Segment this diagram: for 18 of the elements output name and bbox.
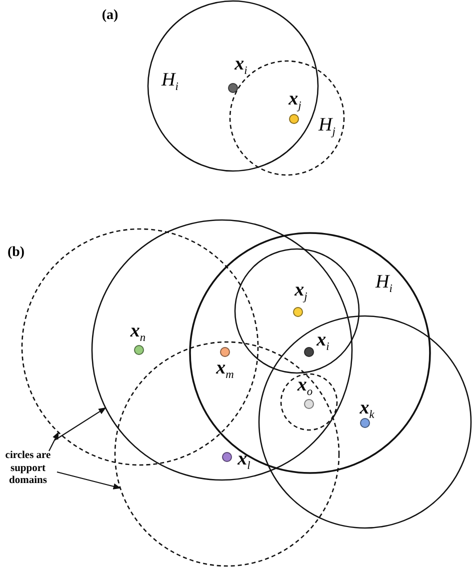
domain-label: H$_{i}$ xyxy=(162,70,178,94)
domain-label: H$_{i}$ xyxy=(376,272,392,296)
leader-arrow xyxy=(56,471,122,490)
point-label: x$_{n}$ xyxy=(130,321,146,345)
leader-arrow xyxy=(48,432,59,452)
panel-label: (a) xyxy=(102,8,118,24)
point-label: x$_{i}$ xyxy=(234,54,248,78)
point-label: x$_{i}$ xyxy=(316,330,330,354)
panel-label: (b) xyxy=(7,245,25,261)
point-label: x$_{j}$ xyxy=(288,89,302,113)
point-label: x$_{j}$ xyxy=(294,280,308,304)
point-label: x$_{k}$ xyxy=(360,398,374,422)
point-label: x$_{l}$ xyxy=(238,449,250,473)
note-text: circles are support domains xyxy=(4,450,52,488)
domain-label: H$_{j}$ xyxy=(318,115,336,139)
point-label: x$_{o}$ xyxy=(297,375,313,399)
point-label: x$_{m}$ xyxy=(216,358,234,382)
leader-arrow xyxy=(54,407,106,440)
